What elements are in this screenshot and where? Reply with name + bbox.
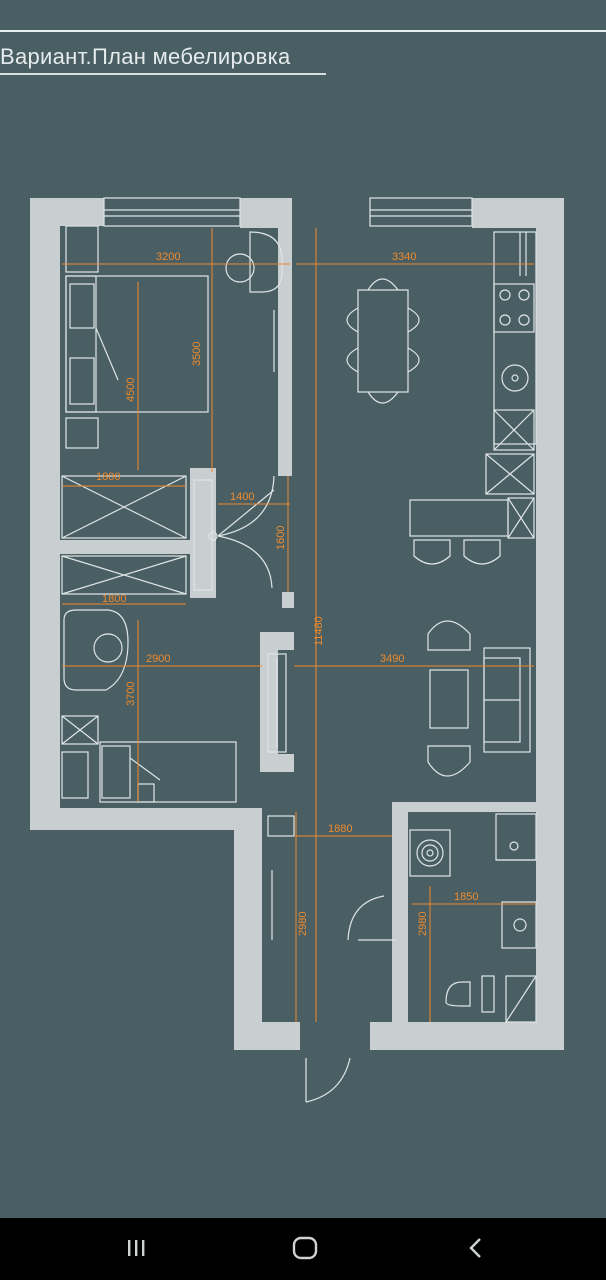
back-icon [469,1238,481,1258]
title-underline [0,73,326,75]
home-button[interactable] [275,1230,335,1266]
recent-apps-button[interactable] [106,1230,166,1266]
interior-lines [61,225,537,1103]
floor-plan: 3200 3340 3500 4500 1800 1400 1600 1800 … [30,197,564,1103]
dim-bedroom-depth: 3500 [191,342,203,366]
dim-kitchen-width: 3340 [392,251,416,263]
dim-corridor-width: 1400 [230,491,254,503]
dim-kids-depth: 3700 [125,682,137,706]
dim-kids-width: 2900 [146,653,170,665]
page-title: Вариант.План мебелировка [0,44,291,69]
dim-closet-bottom: 1800 [102,593,126,605]
dim-bath-depth: 2980 [417,912,429,936]
dim-hall-depth: 2980 [297,912,309,936]
dim-bath-width: 1850 [454,891,478,903]
back-button[interactable] [446,1230,506,1266]
home-icon [292,1236,318,1260]
dim-corridor-depth: 1600 [275,526,287,550]
dim-closet-top: 1800 [96,471,120,483]
dimension-lines [62,228,536,1022]
dim-bed-length: 4500 [125,378,137,402]
recent-apps-icon [128,1240,145,1256]
dim-total-length: 11480 [313,616,325,646]
walls [30,198,564,1050]
windows [103,197,473,227]
status-bar [0,0,606,32]
dim-bedroom-width: 3200 [156,251,180,263]
dim-hall-width: 1880 [328,823,352,835]
dim-living-width: 3490 [380,653,404,665]
navigation-bar [0,1218,606,1280]
